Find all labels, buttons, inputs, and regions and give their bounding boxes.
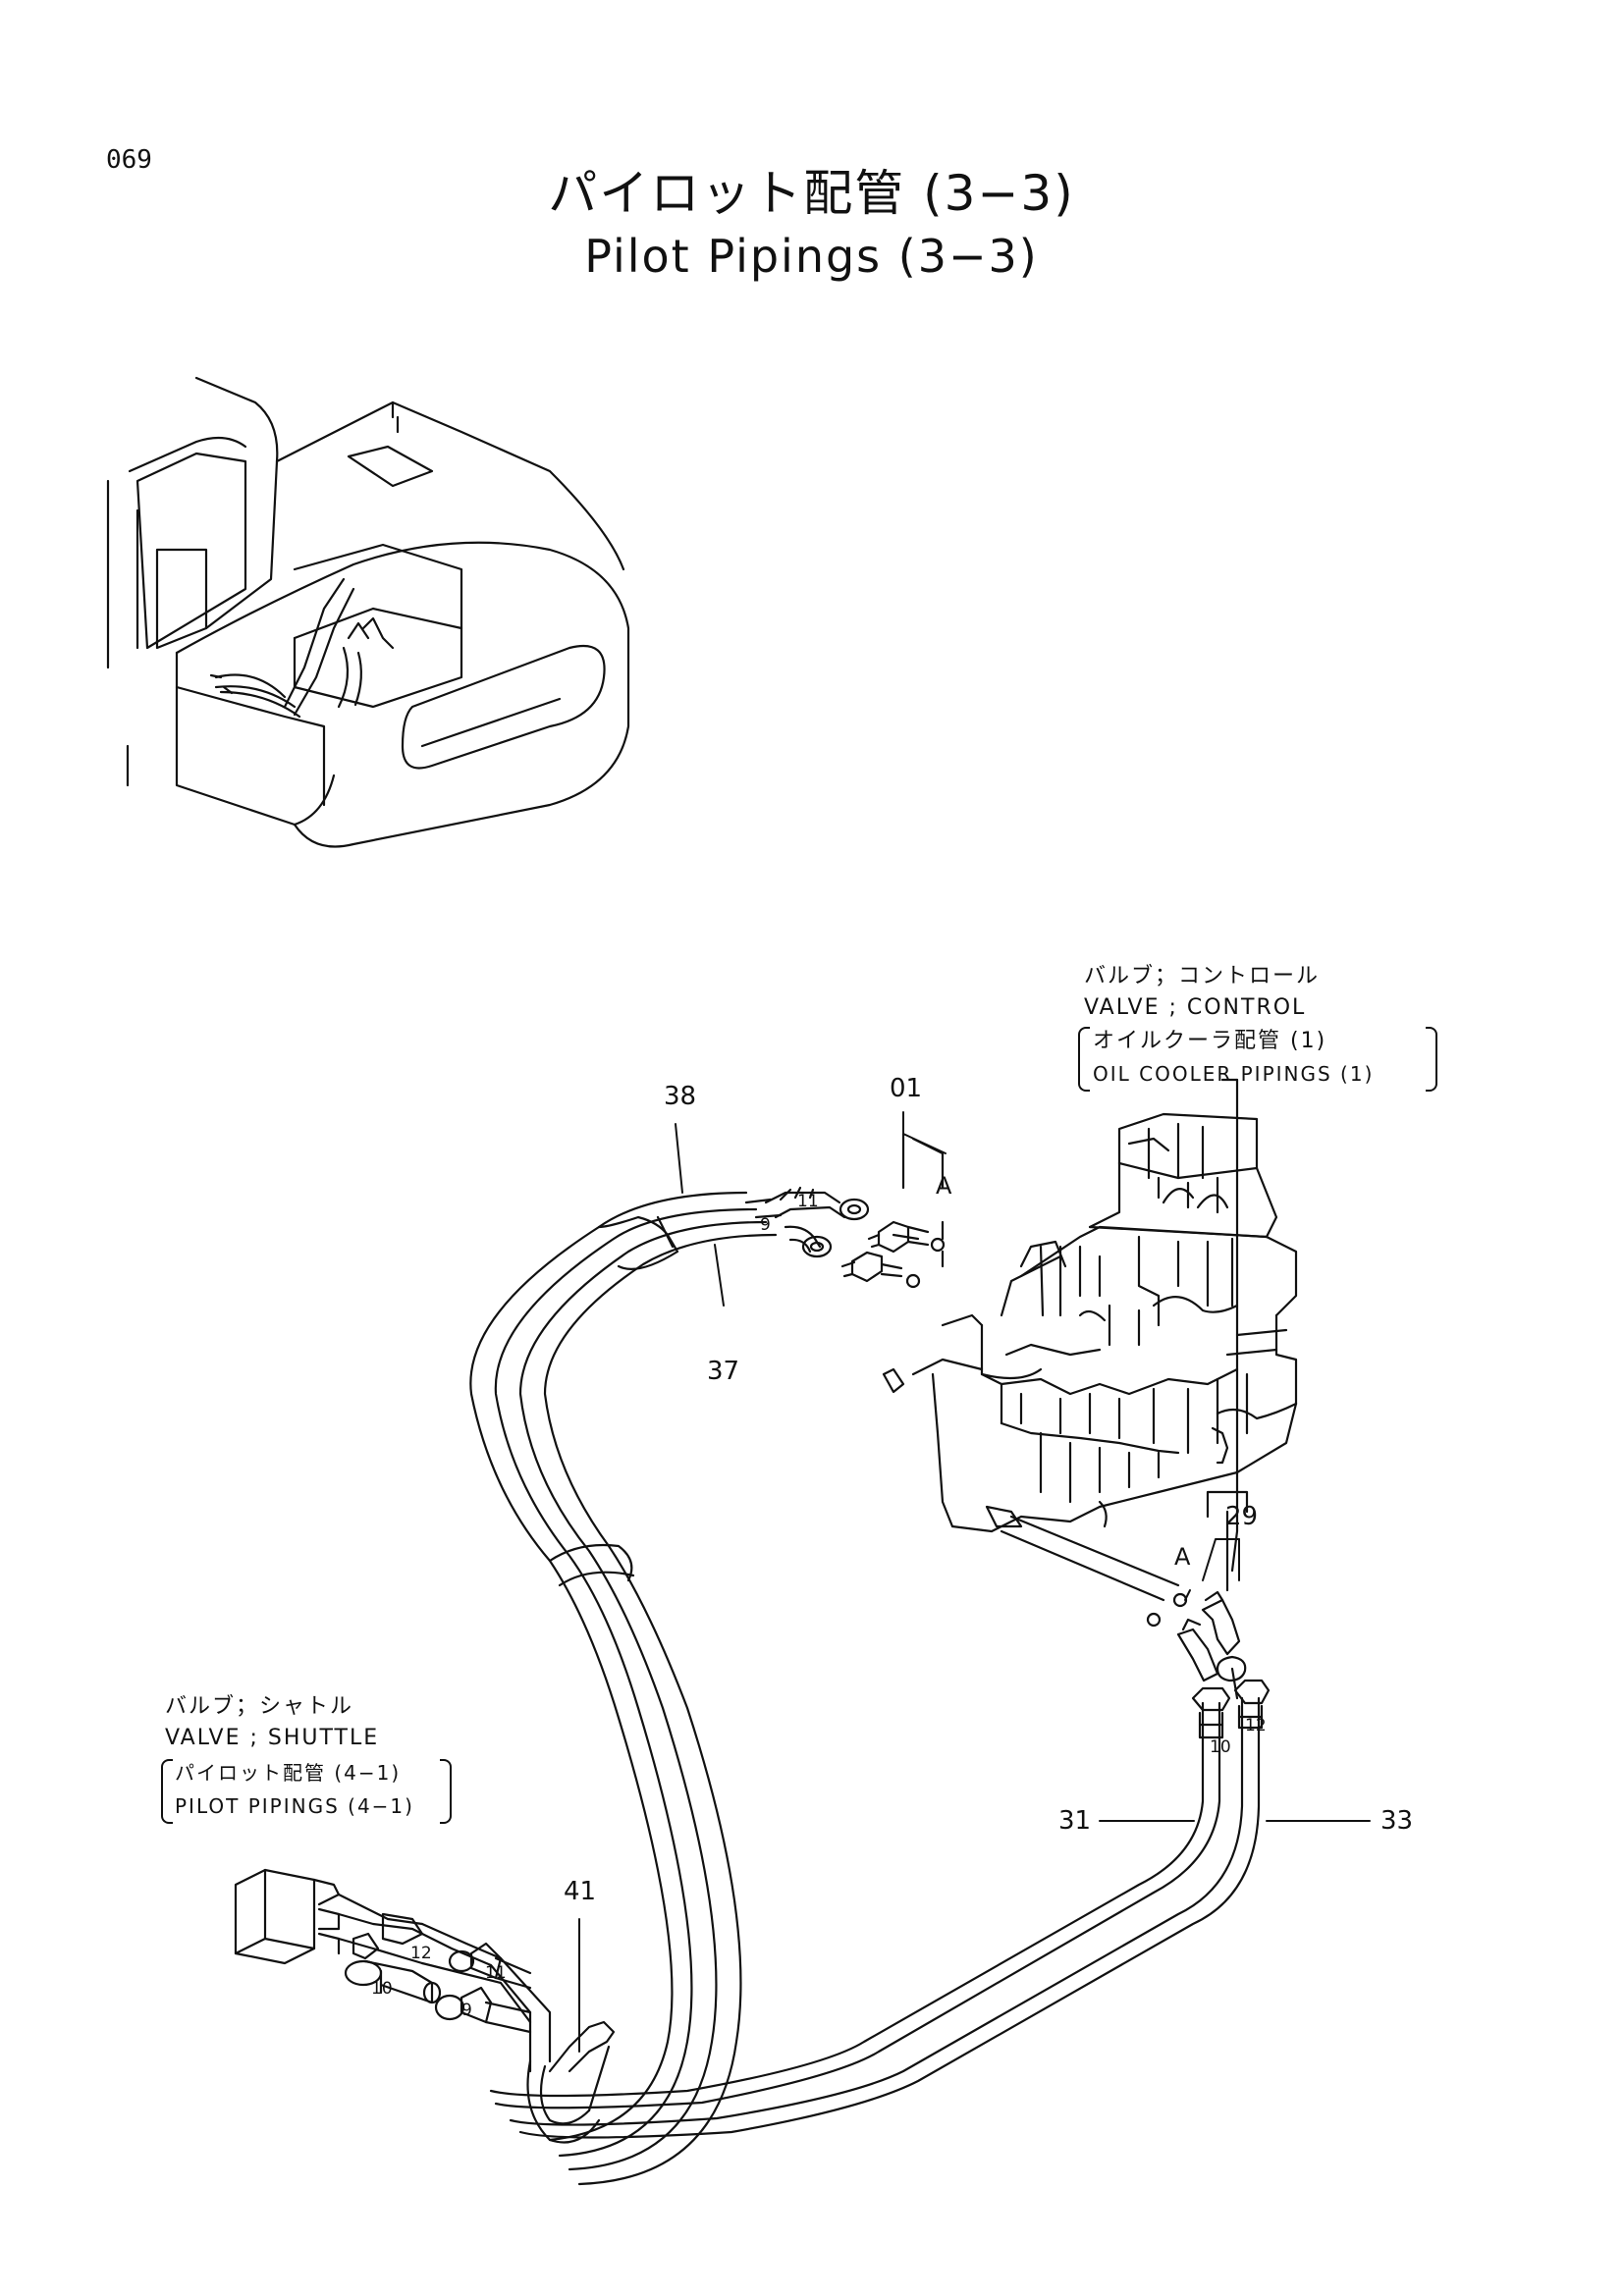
hoses-37-38 xyxy=(469,1191,778,2186)
port-label-12: 12 xyxy=(1245,1716,1267,1735)
upper-fittings xyxy=(840,1132,946,1289)
control-valve-assembly xyxy=(882,1112,1298,1602)
port-label-9: 9 xyxy=(760,1215,771,1235)
bracket-left xyxy=(1078,1027,1090,1092)
page-number: 069 xyxy=(106,145,152,175)
control-valve-ref-jp: オイルクーラ配管 (1) xyxy=(1093,1029,1327,1053)
port-label-11: 11 xyxy=(485,1963,507,1983)
callout-33: 33 xyxy=(1380,1806,1414,1836)
callout-01: 01 xyxy=(890,1074,923,1103)
shuttle-valve-label-en: VALVE ; SHUTTLE xyxy=(165,1726,380,1750)
callout-37: 37 xyxy=(707,1357,740,1386)
control-valve-label-en: VALVE ; CONTROL xyxy=(1084,995,1307,1020)
hoses-31-33 xyxy=(489,1679,1271,2139)
control-valve-label-jp: バルブ；コントロール xyxy=(1084,964,1321,988)
title-japanese: パイロット配管 (3−3) xyxy=(548,165,1075,222)
clamp-41 xyxy=(526,2020,616,2144)
top-hose-connectors xyxy=(744,1186,870,1258)
callout-a-top: A xyxy=(936,1172,952,1200)
port-label-10: 10 xyxy=(371,1979,393,1999)
bracket-left xyxy=(161,1759,173,1824)
callout-38: 38 xyxy=(664,1082,697,1111)
machine-overview xyxy=(106,376,630,848)
shuttle-valve-label-jp: バルブ；シャトル xyxy=(165,1694,354,1719)
leader-lines xyxy=(578,1111,1371,2053)
port-label-12: 12 xyxy=(410,1944,432,1963)
title-english: Pilot Pipings (3−3) xyxy=(584,230,1039,283)
shuttle-valve-ref-jp: パイロット配管 (4−1) xyxy=(175,1761,402,1785)
lower-fittings xyxy=(1146,1078,1249,1700)
port-label-9: 9 xyxy=(461,2001,472,2020)
shuttle-valve-assembly xyxy=(234,1868,552,2073)
callout-29: 29 xyxy=(1225,1502,1259,1531)
callout-41: 41 xyxy=(564,1877,597,1906)
shuttle-valve-ref-en: PILOT PIPINGS (4−1) xyxy=(175,1794,414,1818)
callout-a-bottom: A xyxy=(1174,1543,1191,1571)
port-label-10: 10 xyxy=(1210,1737,1231,1757)
callout-31: 31 xyxy=(1058,1806,1092,1836)
control-valve-ref-en: OIL COOLER PIPINGS (1) xyxy=(1093,1062,1375,1086)
port-label-11: 11 xyxy=(797,1192,819,1211)
bracket-right xyxy=(1426,1027,1437,1092)
bracket-right xyxy=(440,1759,452,1824)
